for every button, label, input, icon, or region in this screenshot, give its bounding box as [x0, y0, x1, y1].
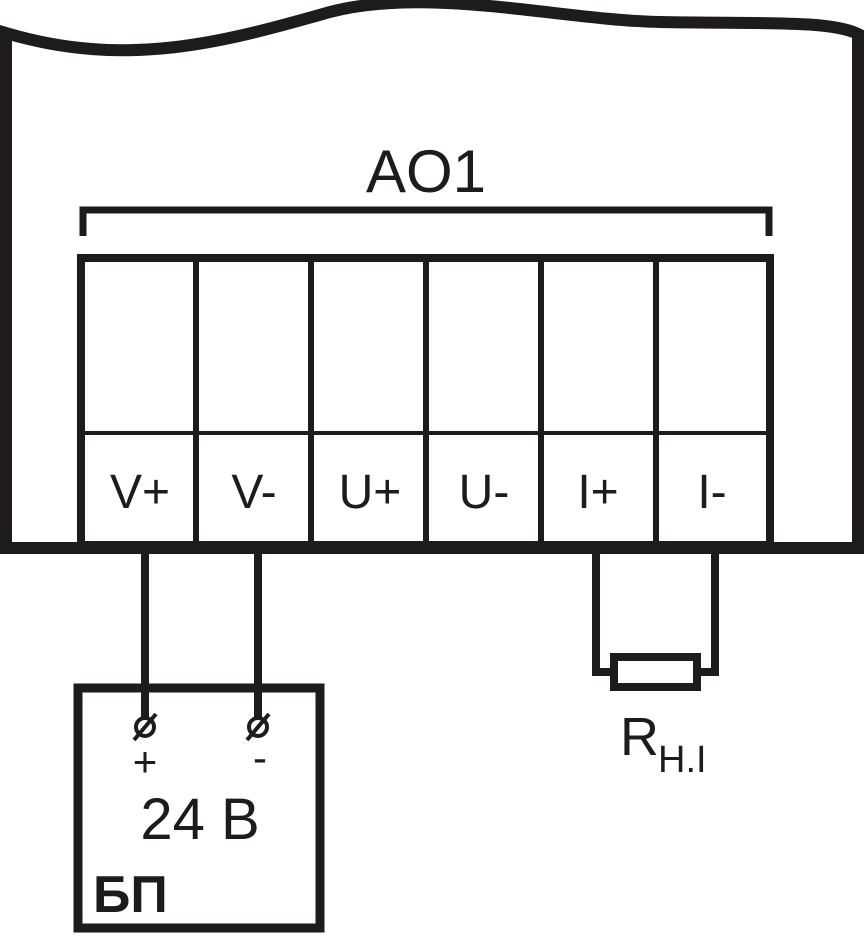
psu-minus-symbol: - [253, 734, 267, 781]
terminal-label-i-plus: I+ [577, 466, 618, 519]
ao1-bracket [79, 206, 773, 236]
terminal-label-u-minus: U- [459, 466, 510, 519]
psu-plus-symbol: + [133, 738, 158, 785]
module-label: AO1 [366, 138, 486, 205]
load-resistor [610, 653, 701, 691]
screw-terminal-icon [245, 712, 271, 742]
screw-terminal-icon [132, 712, 158, 742]
psu-voltage-label: 24 В [140, 787, 259, 852]
device-housing [0, 0, 864, 554]
terminal-label-v-plus: V+ [110, 466, 170, 519]
resistor-label-sub: Н.I [658, 739, 707, 781]
terminal-label-u-plus: U+ [339, 466, 402, 519]
psu-name-label: БП [93, 866, 168, 924]
power-supply-box [73, 683, 325, 933]
terminal-label-i-minus: I- [697, 466, 726, 519]
terminal-label-v-minus: V- [231, 466, 276, 519]
wire-load-loop [592, 545, 719, 676]
resistor-label-main: R [620, 707, 659, 767]
